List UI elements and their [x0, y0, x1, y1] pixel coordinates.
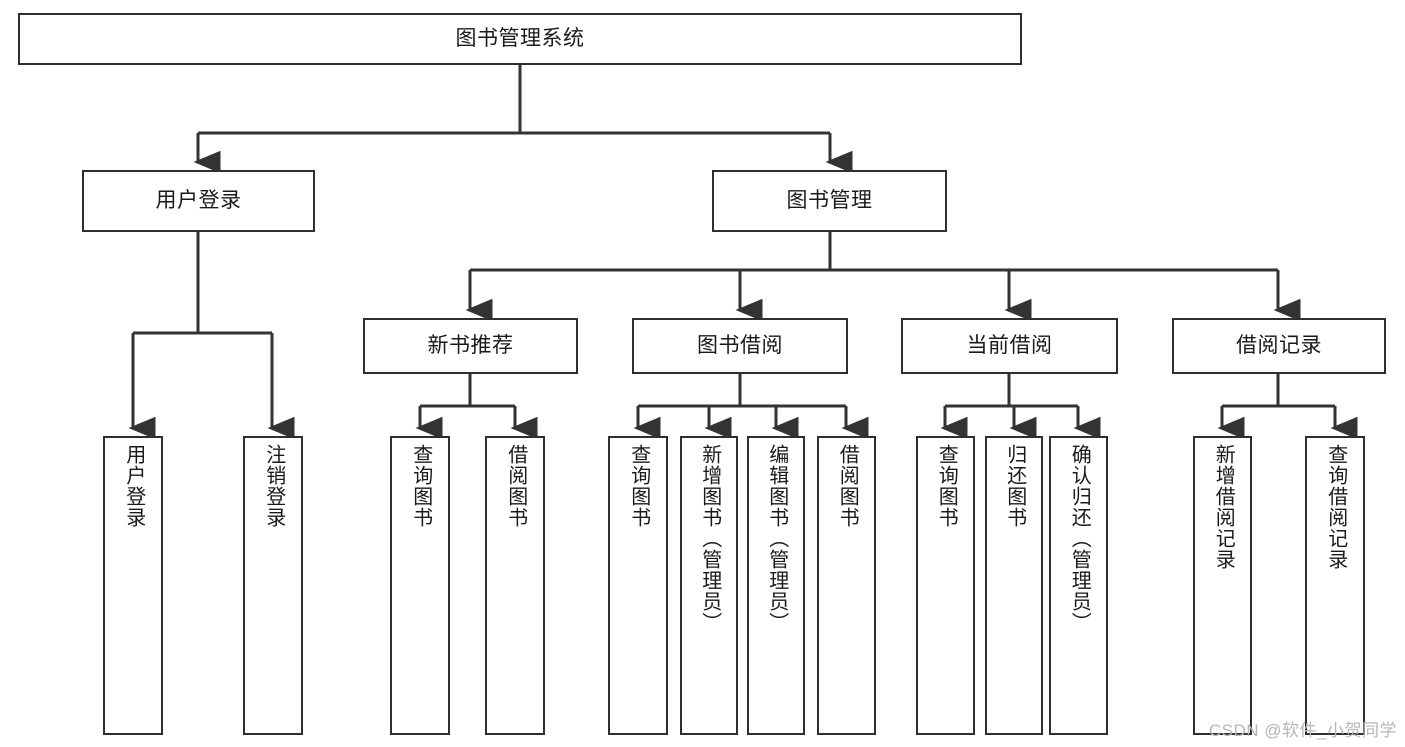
node-new-book-recommend[interactable]: 新书推荐 [363, 318, 578, 374]
leaf-borrow-edit-book-admin[interactable]: 编辑图书（管理员） [747, 436, 805, 735]
watermark: CSDN @软件_小贺同学 [1208, 721, 1397, 740]
node-current-borrow[interactable]: 当前借阅 [901, 318, 1118, 374]
leaf-recommend-query-book[interactable]: 查询图书 [390, 436, 450, 735]
node-label: 用户登录 [122, 444, 145, 528]
node-label: 用户登录 [155, 188, 242, 212]
node-label: 新增借阅记录 [1212, 444, 1235, 570]
node-label: 查询图书 [409, 444, 432, 528]
node-label: 借阅图书 [836, 444, 859, 528]
node-borrow-record[interactable]: 借阅记录 [1172, 318, 1386, 374]
node-label: 新书推荐 [427, 333, 514, 357]
leaf-current-return-book[interactable]: 归还图书 [985, 436, 1043, 735]
leaf-borrow-query-book[interactable]: 查询图书 [608, 436, 668, 735]
leaf-recommend-borrow-book[interactable]: 借阅图书 [485, 436, 545, 735]
leaf-borrow-borrow-book[interactable]: 借阅图书 [817, 436, 876, 735]
leaf-current-confirm-return-admin[interactable]: 确认归还（管理员） [1049, 436, 1108, 735]
node-root-system[interactable]: 图书管理系统 [18, 13, 1022, 65]
node-book-borrow[interactable]: 图书借阅 [632, 318, 848, 374]
node-book-management[interactable]: 图书管理 [712, 170, 947, 232]
node-user-login[interactable]: 用户登录 [82, 170, 315, 232]
node-label: 图书管理系统 [455, 26, 585, 50]
node-label: 新增图书（管理员） [698, 444, 721, 633]
node-label: 注销登录 [262, 444, 285, 528]
node-label: 查询图书 [935, 444, 958, 528]
node-label: 查询借阅记录 [1324, 444, 1347, 570]
node-label: 归还图书 [1003, 444, 1026, 528]
node-label: 图书借阅 [697, 333, 783, 357]
node-label: 当前借阅 [966, 333, 1053, 357]
node-label: 查询图书 [627, 444, 650, 528]
node-label: 编辑图书（管理员） [765, 444, 788, 633]
leaf-record-query-borrow-record[interactable]: 查询借阅记录 [1305, 436, 1365, 735]
leaf-borrow-add-book-admin[interactable]: 新增图书（管理员） [680, 436, 738, 735]
node-label: 确认归还（管理员） [1068, 444, 1091, 633]
node-label: 图书管理 [786, 188, 873, 212]
leaf-record-add-borrow-record[interactable]: 新增借阅记录 [1193, 436, 1252, 735]
leaf-current-query-book[interactable]: 查询图书 [916, 436, 975, 735]
node-label: 借阅图书 [504, 444, 527, 528]
leaf-logout-login[interactable]: 注销登录 [243, 436, 303, 735]
leaf-user-login[interactable]: 用户登录 [103, 436, 163, 735]
node-label: 借阅记录 [1236, 333, 1322, 357]
